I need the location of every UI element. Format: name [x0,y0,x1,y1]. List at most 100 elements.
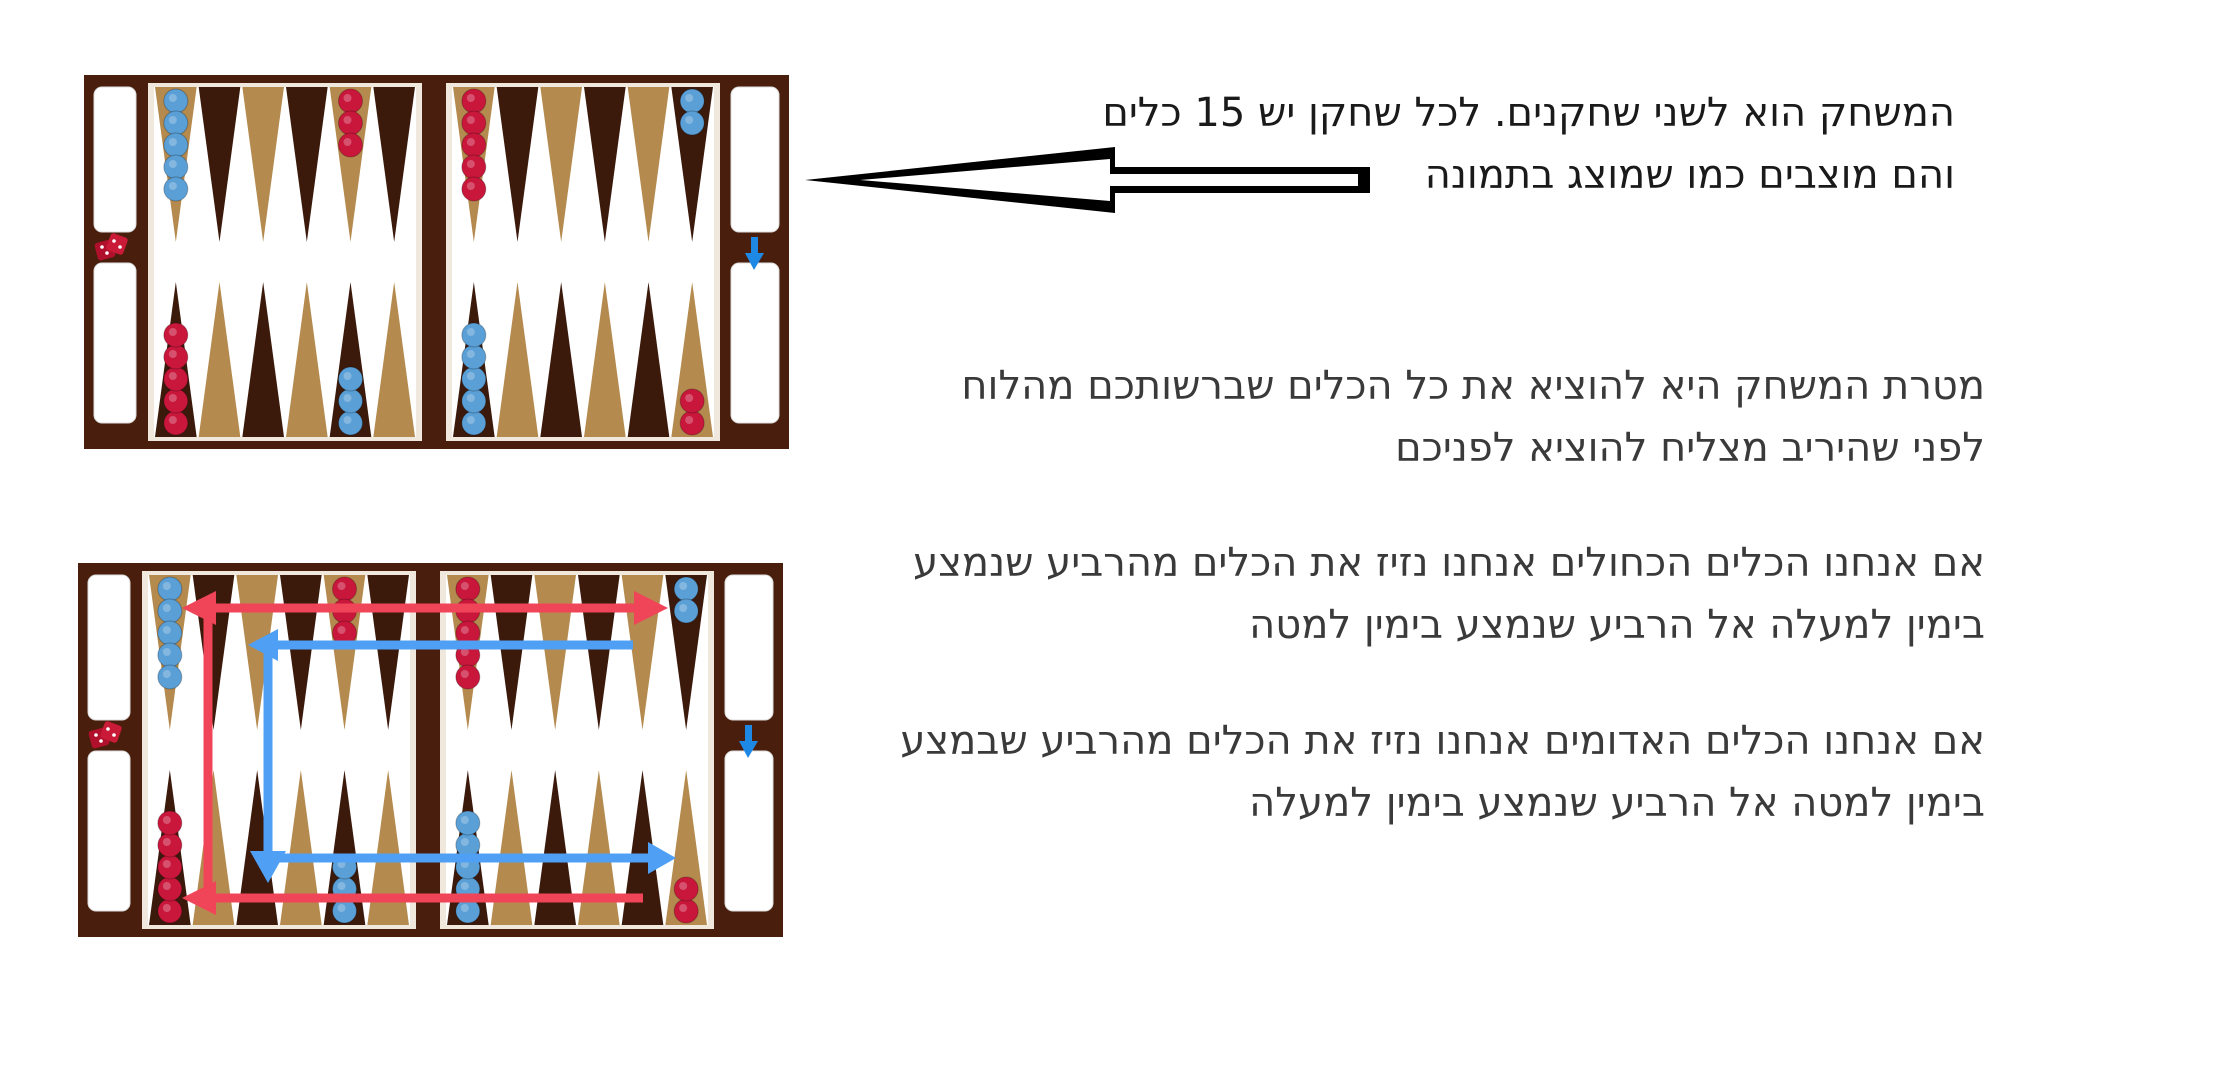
board-point [540,282,582,437]
blue-checker [455,898,481,924]
red-checker [157,898,183,924]
red-checker [461,154,487,180]
board-point [280,575,322,730]
blue-checker [163,154,189,180]
red-checker [679,410,705,436]
board-point [236,575,278,730]
blue-checker [673,576,699,602]
red-checker [338,88,363,114]
blue-checker [679,110,705,136]
red-checker [461,110,487,136]
goal-paragraph: מטרת המשחק היא להוציא את כל הכלים שברשות… [885,355,1985,479]
board-point [286,282,328,437]
board-point [367,575,409,730]
board-point [534,770,576,925]
blue-checker [338,388,363,414]
board-point [540,87,582,242]
red-checker [461,176,487,202]
right-field [452,87,714,437]
blue-checker [461,322,487,348]
board-point [236,770,278,925]
board-point [496,87,539,242]
red-checker [679,388,705,414]
blue-checker [679,88,705,114]
blue-checker [163,132,189,158]
blue-checker [163,110,189,136]
board-point [627,87,670,242]
red-checker [461,88,487,114]
red-rule-paragraph: אם אנחנו הכלים האדומים אנחנו נזיז את הכל… [885,710,1985,834]
blue-checker [455,810,481,836]
red-checker [673,898,699,924]
checker-tray [93,86,137,233]
checker-tray [724,750,774,912]
backgammon-board-initial [84,75,789,449]
board-point [534,575,576,730]
blue-rule-paragraph: אם אנחנו הכלים הכחולים אנחנו נזיז את הכל… [885,532,1985,656]
board-point [242,282,284,437]
blue-checker [455,832,481,858]
board-point [490,575,533,730]
board-point [584,282,626,437]
board-point [367,770,409,925]
blue-checker [157,642,183,668]
right-field [446,575,708,925]
checker-tray [87,750,131,912]
left-arrow-icon [805,147,1370,213]
checker-tray [93,262,137,424]
red-checker [338,132,363,158]
blue-checker [461,388,487,414]
blue-rule-line-1: אם אנחנו הכלים הכחולים אנחנו נזיז את הכל… [913,540,1985,586]
blue-checker [332,898,357,924]
red-checker [332,576,357,602]
board-point [578,575,620,730]
board-point [496,282,539,437]
blue-checker [338,410,363,436]
intro-line-2: והם מוצבים כמו שמוצג בתמונה [1424,152,1955,198]
blue-checker [673,598,699,624]
blue-checker [163,176,189,202]
board-point [373,87,415,242]
red-checker [163,410,189,436]
red-rule-line-2: בימין למטה אל הרביע שנמצע בימין למעלה [1249,780,1985,826]
checker-tray [87,574,131,721]
red-checker [461,132,487,158]
checker-tray [724,574,774,721]
blue-path [248,629,676,883]
board-point [578,770,620,925]
red-checker [455,576,481,602]
blue-checker [157,664,183,690]
red-checker [455,664,481,690]
blue-checker [461,410,487,436]
board-point [627,282,670,437]
blue-checker [157,576,183,602]
intro-paragraph: המשחק הוא לשני שחקנים. לכל שחקן יש 15 כל… [1055,82,1955,206]
board-point [286,87,328,242]
blue-checker [163,88,189,114]
intro-line-1: המשחק הוא לשני שחקנים. לכל שחקן יש 15 כל… [1102,90,1955,136]
board-point [621,770,664,925]
board-point [373,282,415,437]
board-point [584,87,626,242]
left-field [148,575,410,925]
board-svg [84,75,789,449]
board-point [242,87,284,242]
red-checker [673,876,699,902]
goal-line-2: לפני שהיריב מצליח להוציא לפניכם [1395,425,1985,471]
arrow-down-icon [745,237,764,270]
red-checker [163,344,189,370]
red-checker [163,388,189,414]
red-checker [157,832,183,858]
red-checker [157,854,183,880]
arrow-down-icon [739,725,758,758]
blue-checker [157,620,183,646]
blue-checker [338,366,363,392]
goal-line-1: מטרת המשחק היא להוציא את כל הכלים שברשות… [961,363,1985,409]
board-point [198,282,241,437]
red-checker [338,110,363,136]
board-point [192,770,235,925]
blue-rule-line-2: בימין למעלה אל הרביע שנמצע בימין למטה [1249,602,1985,648]
board-point [490,770,533,925]
backgammon-board-movement [78,563,783,937]
red-checker [157,810,183,836]
